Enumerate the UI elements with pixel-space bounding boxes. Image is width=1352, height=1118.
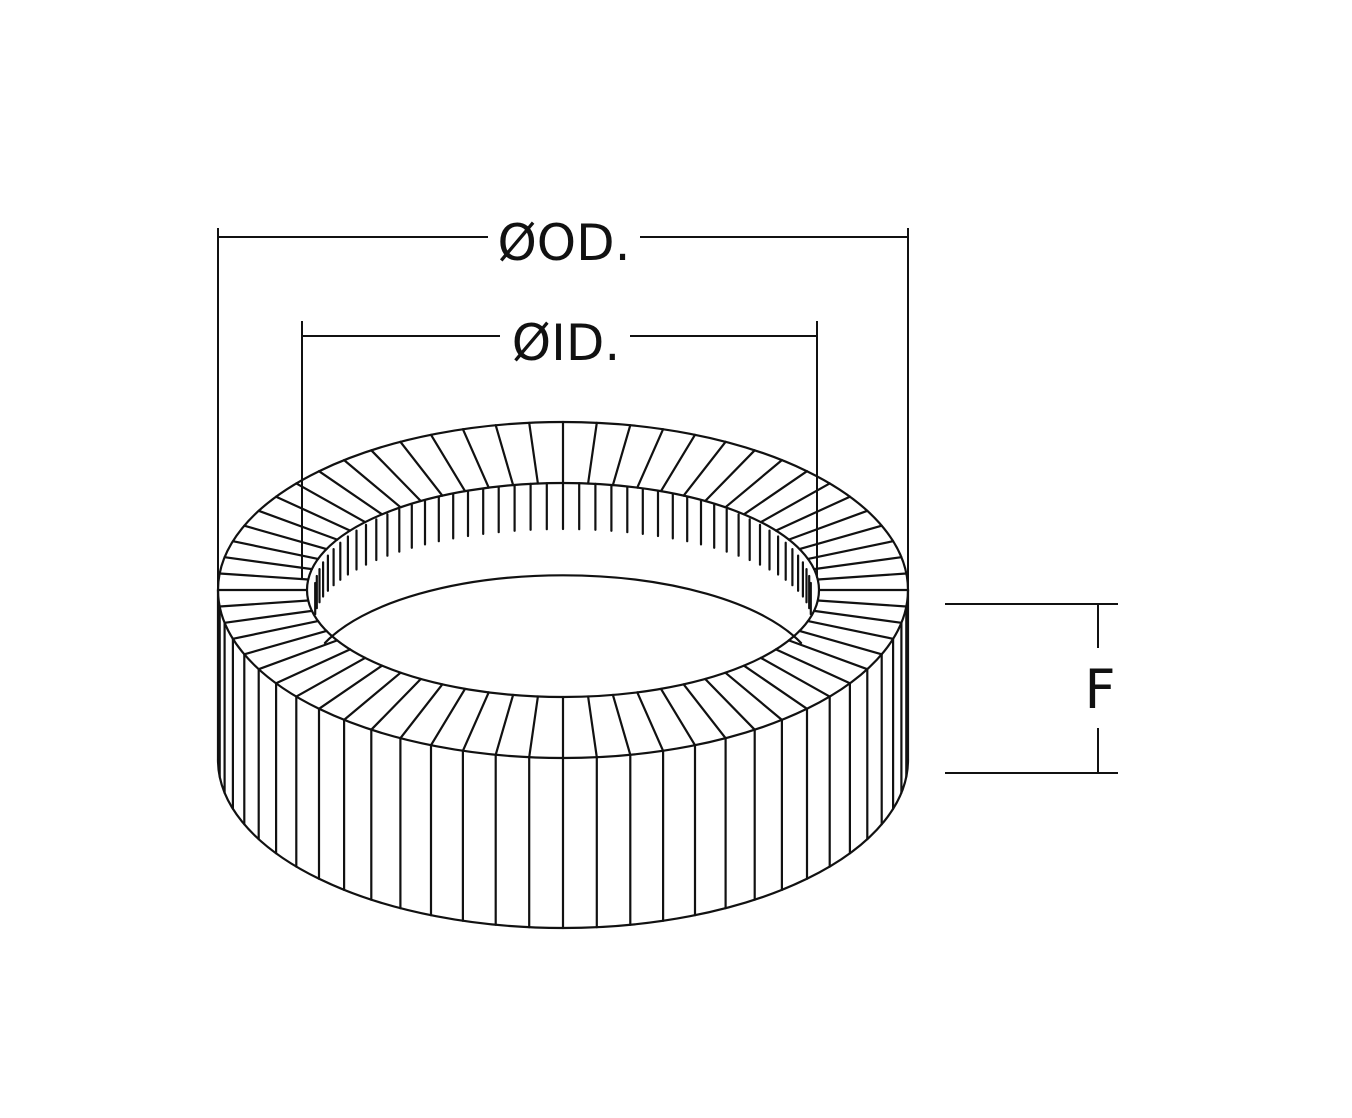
winding-radial-line	[343, 459, 402, 509]
winding-radial-line	[317, 470, 384, 516]
height-label: F	[1084, 658, 1115, 721]
winding-radial-line	[806, 619, 895, 640]
winding-radial-line	[218, 572, 310, 581]
outer-diameter-dimension: ØOD.	[217, 214, 909, 600]
winding-radial-line	[704, 449, 756, 503]
winding-radial-line	[586, 421, 598, 485]
winding-radial-line	[494, 424, 515, 487]
winding-radial-line	[682, 440, 727, 497]
winding-radial-line	[812, 609, 903, 624]
winding-radial-line	[636, 428, 665, 489]
winding-radial-line	[399, 683, 444, 740]
winding-radial-line	[774, 648, 852, 685]
inner-diameter-dimension: ØID.	[301, 314, 818, 578]
toroid-top-face	[216, 420, 910, 760]
winding-radial-line	[798, 524, 883, 551]
winding-radial-line	[636, 691, 665, 752]
winding-radial-line	[659, 687, 697, 747]
winding-radial-line	[659, 433, 697, 493]
winding-radial-line	[611, 424, 632, 487]
winding-radial-line	[231, 619, 320, 640]
winding-radial-line	[816, 599, 908, 608]
winding-radial-line	[243, 524, 328, 551]
inner-wall-bottom-arc	[323, 574, 803, 645]
winding-radial-line	[370, 677, 422, 731]
winding-radial-line	[275, 495, 352, 532]
winding-radial-line	[724, 671, 784, 722]
winding-radial-line	[742, 664, 809, 710]
winding-radial-line	[724, 459, 784, 509]
winding-radial-line	[399, 440, 444, 497]
height-dimension: F	[945, 603, 1118, 774]
winding-radial-line	[704, 677, 756, 731]
winding-radial-line	[774, 495, 852, 532]
id-label: ØID.	[512, 314, 621, 372]
winding-radial-line	[759, 482, 831, 524]
winding-radial-line	[682, 683, 727, 740]
winding-radial-line	[231, 540, 320, 561]
winding-radial-line	[494, 693, 515, 756]
winding-radial-line	[798, 629, 883, 656]
winding-radial-line	[528, 421, 540, 485]
winding-radial-line	[787, 509, 869, 541]
winding-radial-line	[370, 449, 422, 503]
winding-radial-line	[461, 428, 490, 489]
winding-radial-line	[343, 671, 402, 722]
winding-radial-line	[528, 695, 540, 759]
winding-radial-line	[812, 556, 903, 571]
winding-radial-line	[218, 599, 310, 608]
winding-radial-line	[223, 556, 313, 571]
winding-radial-line	[787, 639, 869, 671]
winding-radial-line	[223, 609, 313, 624]
winding-radial-line	[243, 629, 328, 656]
winding-radial-line	[759, 656, 831, 698]
toroid-core	[216, 420, 910, 930]
winding-radial-line	[275, 648, 352, 685]
winding-radial-line	[295, 656, 367, 698]
winding-radial-line	[429, 433, 467, 493]
winding-radial-line	[806, 540, 895, 561]
winding-radial-line	[295, 482, 367, 524]
winding-radial-line	[816, 572, 908, 581]
od-label: ØOD.	[497, 214, 630, 272]
toroid-inner-wall	[314, 481, 812, 645]
winding-radial-line	[317, 664, 384, 710]
toroid-side-wall	[216, 588, 910, 930]
winding-radial-line	[461, 691, 490, 752]
winding-radial-line	[257, 639, 339, 671]
winding-radial-line	[586, 695, 598, 759]
winding-radial-line	[742, 470, 809, 516]
winding-radial-line	[429, 687, 467, 747]
winding-radial-line	[257, 509, 339, 541]
winding-radial-line	[611, 693, 632, 756]
